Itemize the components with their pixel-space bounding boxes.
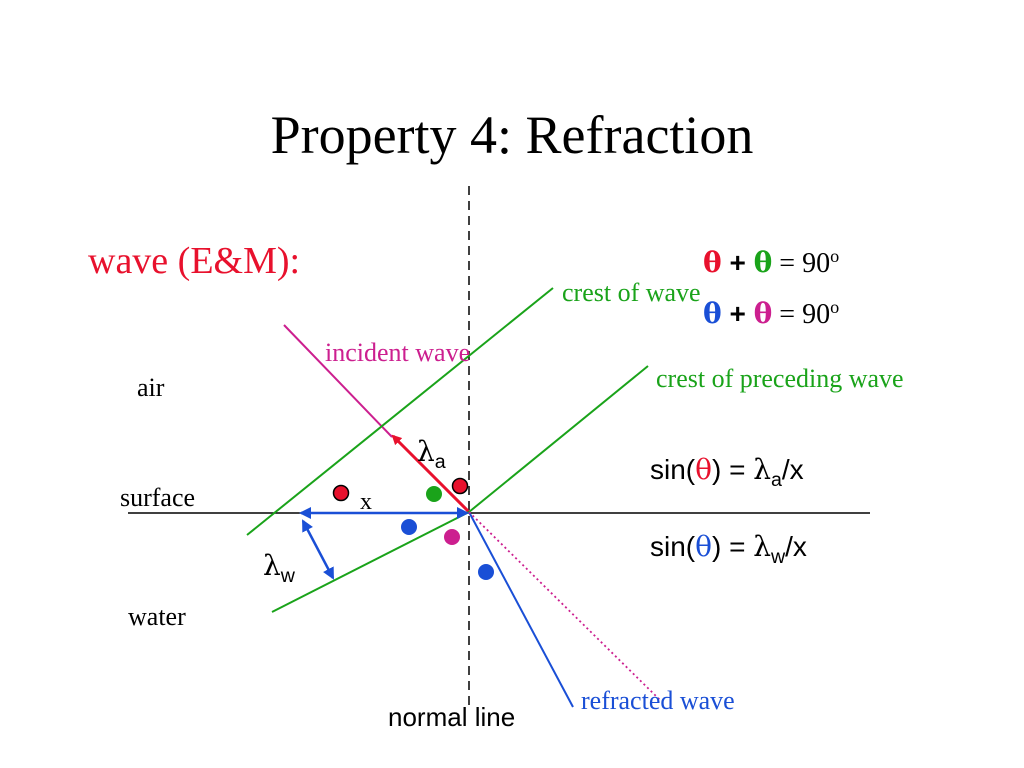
lambda-w-arrow	[301, 519, 335, 580]
lambda-w-subscript: w	[280, 564, 295, 587]
angle-dot-blue-right	[478, 564, 494, 580]
eq3-sin: sin(	[650, 454, 696, 485]
angle-dot-red-right	[451, 477, 469, 495]
angle-dot-magenta	[444, 529, 460, 545]
lambda-a-arrow	[391, 434, 471, 514]
eq1-plus: +	[721, 247, 754, 278]
water-label: water	[128, 602, 186, 631]
eq3-lambda: λ	[753, 453, 771, 486]
crest-of-preceding-wave-label: crest of preceding wave	[656, 364, 904, 393]
angle-dot-blue-left	[401, 519, 417, 535]
lambda-a-subscript: a	[434, 450, 446, 473]
eq2-plus: +	[721, 298, 754, 329]
refracted-wave-label: refracted wave	[581, 686, 735, 715]
incident-wave-label: incident wave	[325, 338, 471, 367]
page-title: Property 4: Refraction	[270, 105, 754, 165]
eq1-rest: = 90	[772, 248, 831, 279]
normal-line-label: normal line	[388, 702, 516, 732]
eq4-sin: sin(	[650, 531, 696, 562]
crest-of-wave-line	[246, 287, 554, 536]
air-label: air	[137, 373, 165, 402]
equation-4: sin(θ) = λw/x	[650, 533, 807, 567]
incident-ray-air	[283, 324, 393, 438]
refracted-ray	[468, 511, 574, 708]
eq2-degree: o	[830, 297, 840, 317]
eq1-degree: o	[830, 246, 840, 266]
lambda-a-symbol: λ	[417, 435, 435, 468]
eq4-subscript: w	[770, 545, 786, 568]
subtitle: wave (E&M):	[88, 240, 301, 282]
eq2-theta-magenta: θ	[753, 297, 773, 330]
eq4-equals: ) =	[711, 531, 754, 562]
eq3-theta: θ	[695, 453, 712, 486]
x-label: x	[360, 489, 372, 515]
eq4-over-x: /x	[785, 531, 807, 562]
crest-of-wave-label: crest of wave	[562, 278, 701, 307]
angle-dot-red-left	[332, 484, 350, 502]
eq2-theta-blue: θ	[703, 297, 722, 330]
eq1-theta-red: θ	[703, 246, 722, 279]
eq4-theta: θ	[695, 530, 712, 563]
eq1-theta-green: θ	[753, 246, 773, 279]
equation-1: θ + θ = 90o	[703, 247, 839, 278]
eq3-subscript: a	[770, 468, 782, 491]
equation-3: sin(θ) = λa/x	[650, 456, 804, 490]
surface-label: surface	[120, 483, 196, 512]
eq4-lambda: λ	[753, 530, 771, 563]
lambda-w-label: λw	[263, 552, 295, 586]
crest-water-line	[271, 511, 470, 613]
undeflected-path	[468, 511, 661, 701]
equation-2: θ + θ = 90o	[703, 298, 839, 329]
lambda-w-symbol: λ	[263, 549, 281, 582]
lambda-a-label: λa	[417, 438, 446, 472]
angle-dot-green	[426, 486, 442, 502]
crest-of-preceding-wave-line	[468, 365, 649, 513]
eq2-rest: = 90	[772, 299, 831, 330]
eq3-over-x: /x	[781, 454, 804, 485]
eq3-equals: ) =	[711, 454, 754, 485]
